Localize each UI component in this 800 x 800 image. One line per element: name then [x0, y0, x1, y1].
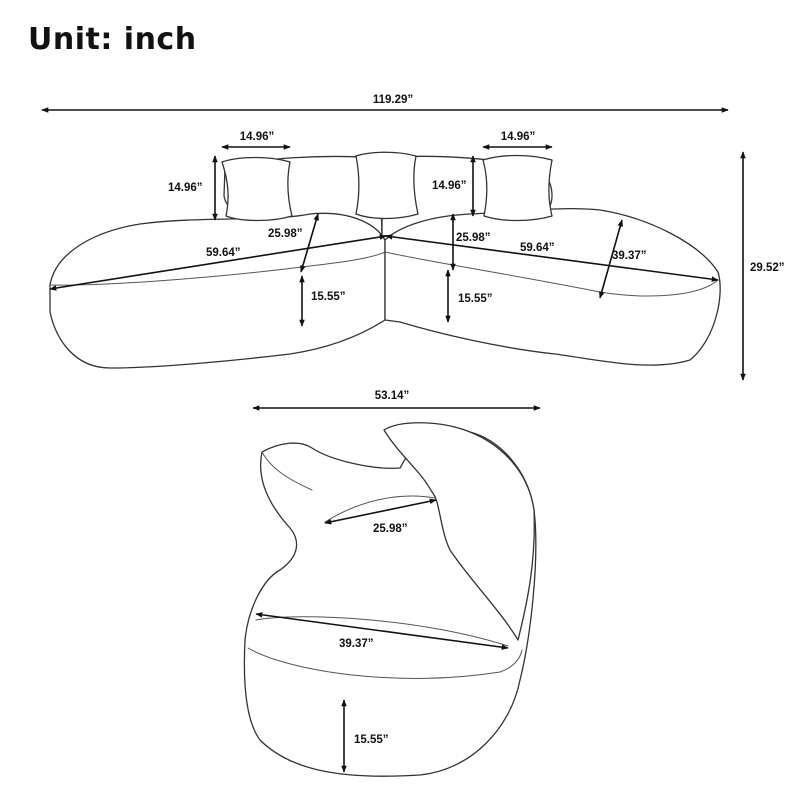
- label-chaise-width: 53.14”: [375, 390, 410, 402]
- dim-chaise-seat-depth: [255, 612, 509, 650]
- chaise-backrest: [383, 422, 535, 641]
- label-pillow-right-height: 14.96”: [432, 180, 467, 192]
- label-chaise-seat-height: 15.55”: [354, 734, 389, 746]
- label-right-back-height: 25.98”: [456, 232, 491, 244]
- label-pillow-right-width: 14.96”: [501, 131, 536, 143]
- right-seat: [384, 208, 721, 366]
- label-overall-width: 119.29”: [373, 94, 413, 106]
- label-pillow-left-height: 14.96”: [168, 182, 203, 194]
- label-right-seat-length: 59.64”: [520, 242, 555, 254]
- dim-left-back-height: [300, 213, 319, 273]
- left-pillow: [221, 156, 293, 222]
- dim-right-seat-length: [385, 234, 719, 282]
- label-pillow-left-width: 14.96”: [240, 131, 275, 143]
- dimension-labels: 119.29” 29.52” 14.96” 14.96” 14.96” 14.9…: [168, 94, 785, 746]
- dim-right-seat-depth: [599, 219, 623, 299]
- dimension-lines: [41, 107, 746, 773]
- dim-chaise-back-height: [324, 498, 437, 525]
- dim-left-seat-length: [49, 234, 387, 291]
- unit-title: Unit: inch: [28, 22, 197, 57]
- label-left-seat-height: 15.55”: [311, 291, 346, 303]
- label-right-seat-height: 15.55”: [458, 293, 493, 305]
- label-left-back-height: 25.98”: [268, 228, 303, 240]
- label-left-seat-length: 59.64”: [206, 247, 241, 259]
- chaise-section: [243, 422, 537, 777]
- center-pillow: [355, 151, 419, 220]
- label-chaise-back-height: 25.98”: [373, 523, 408, 535]
- label-chaise-seat-depth: 39.37”: [339, 638, 374, 650]
- label-right-seat-depth: 39.37”: [612, 250, 647, 262]
- right-pillow: [482, 154, 553, 222]
- label-overall-depth: 29.52”: [750, 262, 785, 274]
